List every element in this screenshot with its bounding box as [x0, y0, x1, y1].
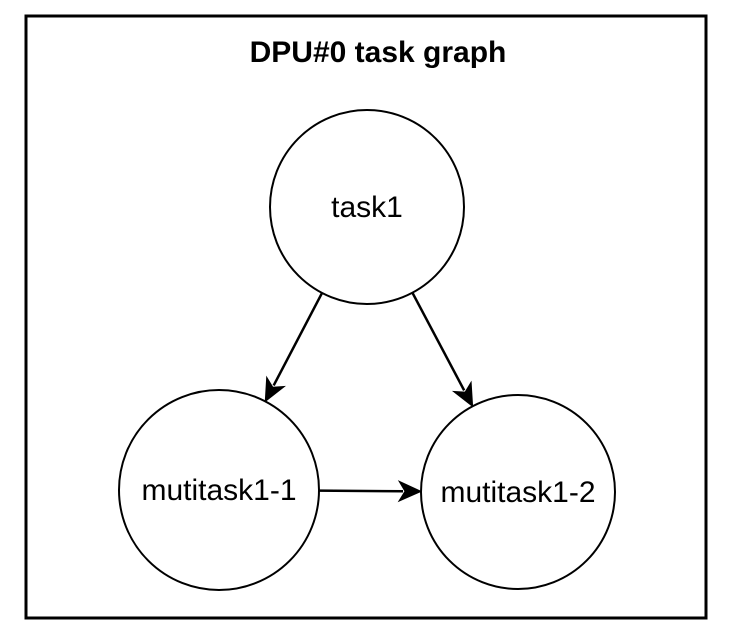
- graph-title: DPU#0 task graph: [250, 36, 507, 69]
- node-label: mutitask1-2: [440, 476, 595, 509]
- arrow-head: [451, 380, 474, 408]
- node-label: mutitask1-1: [141, 474, 296, 507]
- edge-task1-to-mutitask1-2: [411, 292, 474, 408]
- node-mutitask1-2: mutitask1-2: [420, 394, 616, 590]
- arrow-head: [264, 375, 286, 403]
- edge-line: [272, 292, 324, 387]
- node-circle: [420, 394, 616, 590]
- node-label: task1: [331, 191, 403, 224]
- nodes-layer: task1 mutitask1-1 mutitask1-2: [118, 109, 616, 591]
- node-circle: [118, 389, 320, 591]
- edge-mutitask1-1-to-mutitask1-2: [318, 480, 423, 503]
- node-mutitask1-1: mutitask1-1: [118, 389, 320, 591]
- edge-task1-to-mutitask1-1: [264, 292, 324, 403]
- edge-line: [318, 489, 404, 493]
- edge-line: [411, 292, 466, 391]
- arrow-head: [397, 480, 423, 503]
- node-circle: [269, 109, 465, 305]
- edges-layer: [264, 292, 474, 503]
- node-task1: task1: [269, 109, 465, 305]
